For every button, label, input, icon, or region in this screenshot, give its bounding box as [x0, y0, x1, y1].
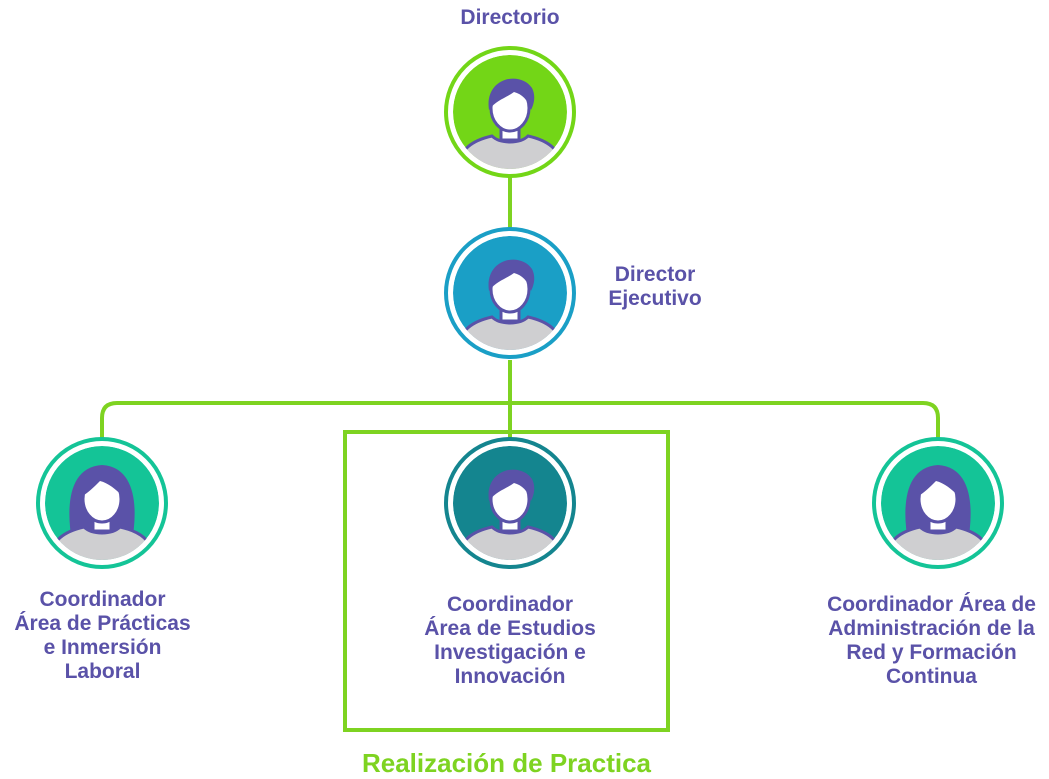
- avatar-coord-practicas: [36, 437, 168, 569]
- person-fringe-icon: [80, 474, 124, 497]
- highlight-box: [343, 430, 670, 732]
- label-coord-administracion: Coordinador Área de Administración de la…: [827, 593, 1036, 688]
- avatar-coord-administracion: [872, 437, 1004, 569]
- person-hair-icon: [488, 259, 535, 291]
- label-director-ejecutivo: Director Ejecutivo: [608, 263, 702, 310]
- avatar-figure: [881, 446, 995, 560]
- highlight-caption: Realización de Practica: [361, 748, 652, 778]
- avatar-directorio: [444, 46, 576, 178]
- connector-horizontal-branch: [100, 401, 940, 438]
- label-coord-practicas: Coordinador Área de Prácticas e Inmersió…: [14, 588, 191, 683]
- avatar-figure: [453, 446, 567, 560]
- avatar-director-ejecutivo: [444, 227, 576, 359]
- label-coord-estudios: Coordinador Área de Estudios Investigaci…: [424, 593, 596, 688]
- person-fringe-icon: [916, 474, 960, 497]
- avatar-figure: [453, 236, 567, 350]
- person-hair-icon: [488, 469, 535, 501]
- label-directorio: Directorio: [460, 6, 560, 29]
- person-hair-icon: [488, 78, 535, 110]
- avatar-coord-estudios: [444, 437, 576, 569]
